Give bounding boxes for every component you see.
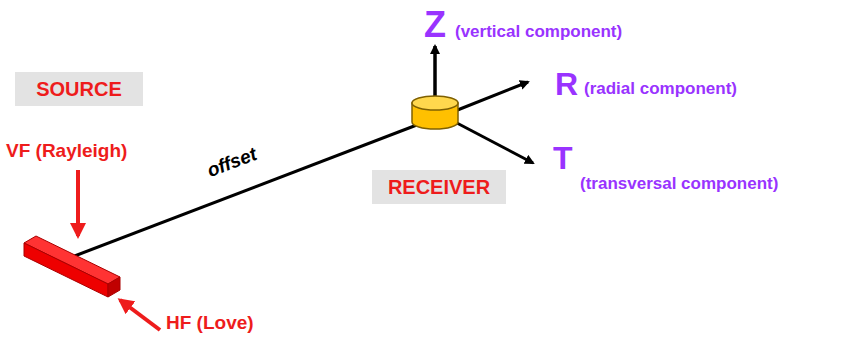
receiver-cylinder (412, 96, 458, 129)
component-letter: Z (424, 4, 446, 46)
radial-arrow (455, 82, 528, 111)
source-bar (24, 236, 120, 297)
text-box: SOURCE (15, 72, 143, 106)
text-box: RECEIVER (372, 170, 506, 204)
component-label: (transversal component) (580, 174, 778, 194)
force-label: VF (Rayleigh) (6, 140, 127, 162)
component-letter: R (555, 66, 578, 103)
transversal-arrow (455, 122, 533, 163)
vertical-force-arrow (76, 170, 80, 236)
force-label: HF (Love) (166, 312, 254, 334)
box-label: RECEIVER (388, 176, 490, 199)
component-letter: T (553, 140, 573, 177)
vertical-arrow (433, 46, 437, 100)
horizontal-force-arrow (120, 300, 160, 330)
box-label: SOURCE (36, 78, 122, 101)
component-label: (vertical component) (455, 22, 622, 42)
component-label: (radial component) (584, 79, 737, 99)
offset-label: offset (204, 143, 260, 182)
